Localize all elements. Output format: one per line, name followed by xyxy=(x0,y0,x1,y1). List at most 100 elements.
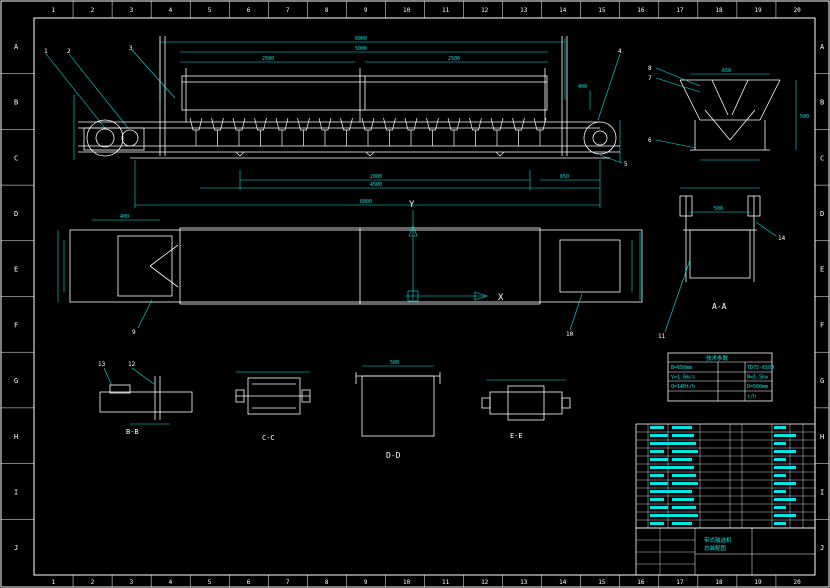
grid-row-label: G xyxy=(820,377,824,385)
parts-entry-mark xyxy=(672,482,698,485)
parts-entry-mark xyxy=(650,498,664,501)
return-idler xyxy=(495,151,505,157)
parts-entry-mark xyxy=(672,514,698,517)
parts-entry-mark xyxy=(650,506,668,509)
dim-dd-width: 500 xyxy=(390,360,399,366)
callout-11: 11 xyxy=(658,333,666,340)
grid-col-label: 11 xyxy=(442,7,450,14)
section-b-b-view xyxy=(99,376,193,420)
tech-param-right: TD75-6500 xyxy=(747,365,774,371)
grid-col-label: 1 xyxy=(52,7,56,14)
callout-8: 8 xyxy=(648,65,652,72)
parts-entry-mark xyxy=(672,466,694,469)
grid-row-label: D xyxy=(14,210,18,218)
callout-2: 2 xyxy=(67,48,71,55)
end-view-dimensions xyxy=(655,67,797,161)
parts-entry-mark xyxy=(650,426,664,429)
grid-col-label: 7 xyxy=(286,7,290,14)
grid-col-label: 2 xyxy=(91,7,95,14)
parts-entry-mark xyxy=(650,450,664,453)
grid-col-label: 5 xyxy=(208,7,212,14)
section-e-e-label: E-E xyxy=(510,432,523,440)
grid-col-label: 11 xyxy=(442,579,450,586)
section-d-d-view xyxy=(355,372,441,437)
parts-entry-mark xyxy=(650,474,664,477)
grid-col-label: 3 xyxy=(130,579,134,586)
grid-row-label: I xyxy=(820,488,824,496)
parts-entry-mark xyxy=(672,434,694,437)
grid-col-label: 19 xyxy=(754,579,762,586)
grid-col-label: 17 xyxy=(676,579,684,586)
callout-14: 14 xyxy=(778,235,786,242)
grid-col-label: 8 xyxy=(325,579,329,586)
parts-entry-mark xyxy=(774,458,786,461)
grid-col-label: 13 xyxy=(520,7,528,14)
grid-col-label: 6 xyxy=(247,579,251,586)
grid-row-label: J xyxy=(820,544,824,552)
parts-entry-mark xyxy=(650,490,672,493)
grid-row-label: E xyxy=(820,266,824,274)
dim-end-height: 500 xyxy=(800,114,809,120)
section-c-c-label: C-C xyxy=(262,434,275,442)
grid-row-label: J xyxy=(14,544,18,552)
callout-1: 1 xyxy=(44,48,48,55)
grid-row-label: F xyxy=(820,321,824,329)
parts-list xyxy=(635,423,816,529)
grid-row-label: B xyxy=(14,99,18,107)
tech-table-header: 技术参数 xyxy=(706,354,729,362)
dim-lower-1: 4500 xyxy=(370,182,382,188)
tech-param-left: Q=140t/h xyxy=(671,384,695,390)
dim-base: 6000 xyxy=(360,199,372,205)
grid-col-label: 19 xyxy=(754,7,762,14)
grid-col-label: 8 xyxy=(325,7,329,14)
section-a-a-label: A-A xyxy=(712,302,727,311)
section-b-b-label: B-B xyxy=(126,428,139,436)
dim-tail-offset: 650 xyxy=(560,174,569,180)
grid-row-label: H xyxy=(820,433,824,441)
grid-col-label: 9 xyxy=(364,7,368,14)
parts-entry-mark xyxy=(672,458,692,461)
parts-entry-mark xyxy=(672,426,692,429)
title-block: 带式输送机 总装配图 xyxy=(635,527,816,576)
side-elevation-view: 1 2 3 4 5 6000 5000 2500 2500 4500 2000 … xyxy=(44,36,628,208)
grid-row-label: C xyxy=(14,154,18,162)
grid-col-label: 16 xyxy=(637,7,645,14)
grid-col-label: 13 xyxy=(520,579,528,586)
grid-col-label: 4 xyxy=(169,579,173,586)
callout-12: 12 xyxy=(128,361,136,368)
parts-entry-mark xyxy=(672,522,692,525)
parts-entry-mark xyxy=(672,474,696,477)
grid-column-labels: 1122334455667788991010111112121313141415… xyxy=(52,1,801,587)
grid-col-label: 15 xyxy=(598,7,606,14)
grid-col-label: 20 xyxy=(793,579,801,586)
grid-col-label: 12 xyxy=(481,579,489,586)
y-axis-label: Y xyxy=(409,200,415,210)
grid-row-label: E xyxy=(14,266,18,274)
grid-col-label: 10 xyxy=(403,7,411,14)
dim-left-section: 2500 xyxy=(262,56,274,62)
callout-4: 4 xyxy=(618,48,622,55)
grid-row-label: G xyxy=(14,377,18,385)
elevation-leaders xyxy=(45,49,623,164)
grid-col-label: 15 xyxy=(598,579,606,586)
dim-right-section: 2500 xyxy=(448,56,460,62)
grid-row-label: D xyxy=(820,210,824,218)
parts-entry-mark xyxy=(774,450,796,453)
parts-entry-mark xyxy=(650,482,668,485)
grid-col-label: 7 xyxy=(286,579,290,586)
grid-col-label: 20 xyxy=(793,7,801,14)
grid-col-label: 9 xyxy=(364,579,368,586)
conveyor-structure xyxy=(78,36,620,159)
grid-row-label: F xyxy=(14,321,18,329)
plan-frame xyxy=(69,227,643,305)
callout-7: 7 xyxy=(648,75,652,82)
tech-param-right: t/h xyxy=(747,394,756,400)
return-idler xyxy=(235,151,245,157)
parts-entry-mark xyxy=(774,434,796,437)
grid-col-label: 4 xyxy=(169,7,173,14)
parts-entry-mark xyxy=(774,442,786,445)
x-axis-label: X xyxy=(498,293,504,303)
parts-entry-mark xyxy=(650,466,672,469)
